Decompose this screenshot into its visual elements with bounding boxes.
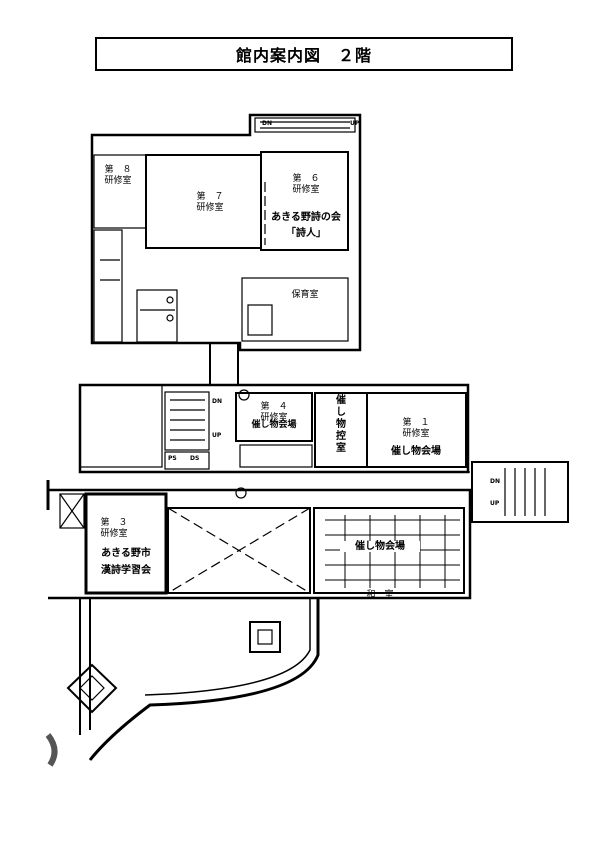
room-7-name: 研修室 [196,203,224,213]
room-4-name: 研修室 [260,413,288,423]
hoiku-outline [241,277,349,342]
room-1-outline [366,392,467,468]
room-3-number: 第 ３ [100,518,128,528]
terrace-curve [88,598,320,761]
room-6-outline [260,151,349,251]
room-3-label: 第 ３ 研修室 [94,518,134,540]
page-title: 館内案内図 ２階 [235,46,372,65]
room-3-group-name: あきる野市 [101,548,151,559]
dn-mark-east: DN [490,478,501,485]
west-toilets [79,384,163,468]
room-8-name: 研修室 [104,176,132,186]
room-4-event: 催し物会場 [251,420,297,430]
page-title-box: 館内案内図 ２階 [95,37,513,71]
room-1-label: 第 １ 研修室 [388,418,444,440]
room-4-label: 第 ４ 研修室 [246,402,302,424]
east-stair [471,461,569,523]
room-6-group-label: あきる野詩の会 「詩人」 [266,212,346,239]
top-stair [254,117,356,133]
room-6-label: 第 ６ 研修室 [278,174,334,196]
washitsu-label: 和 室 [366,590,394,600]
room-6-number: 第 ６ [292,174,320,184]
dn-mark-west: DN [212,398,223,405]
room-3-group-label: あきる野市 漢詩学習会 [88,548,164,576]
room-6-group-subtitle: 「詩人」 [286,228,326,239]
ps-mark: PS [168,455,177,462]
room-6-group-name: あきる野詩の会 [271,212,341,223]
up-mark-east: UP [490,500,500,507]
dn-mark-top: DN [262,120,273,127]
washitsu-outline [313,507,465,594]
hikae-label: 催し物控室 [336,395,346,454]
up-mark-top: UP [350,120,360,127]
room-1-event: 催し物会場 [391,446,441,457]
ds-mark: DS [190,455,200,462]
room-3-group-subtitle: 漢詩学習会 [101,565,151,576]
room-1-number: 第 １ [402,418,430,428]
room-4-number: 第 ４ [260,402,288,412]
lower-block-wall [48,488,472,600]
toilet-block [93,229,123,343]
room-6-name: 研修室 [292,185,320,195]
room-4-outline [235,392,313,442]
up-mark-west: UP [212,432,222,439]
west-stair [164,391,210,451]
room-7-number: 第 ７ [196,192,224,202]
room-1-name: 研修室 [402,429,430,439]
upper-wing-wall [90,113,362,352]
room-8-number: 第 ８ [104,165,132,175]
room-3-outline [84,492,168,595]
terrace-light [249,621,281,653]
room-3-name: 研修室 [100,529,128,539]
hoiku-label: 保育室 [291,290,319,300]
atrium-void [167,507,311,594]
washitsu-event: 催し物会場 [340,541,420,552]
terrace-pillar [66,663,118,714]
room-7-label: 第 ７ 研修室 [180,192,240,214]
room-8-label: 第 ８ 研修室 [98,165,138,187]
